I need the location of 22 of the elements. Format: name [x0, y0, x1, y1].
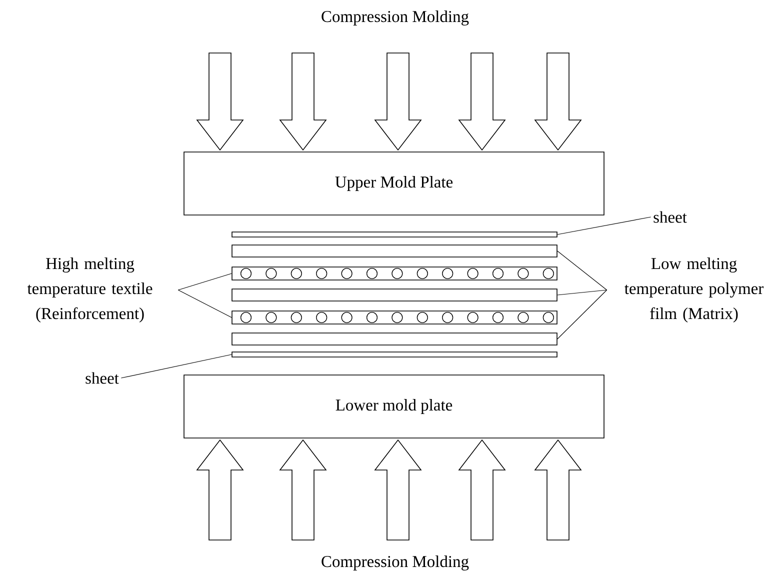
leader-line — [557, 216, 652, 235]
heading: Compression Molding — [322, 10, 469, 26]
leader-line — [557, 290, 608, 340]
callout-text: sheet — [86, 372, 119, 384]
leader-line — [178, 273, 232, 290]
leader-line — [178, 290, 232, 318]
leader-line — [557, 250, 608, 290]
leader-line — [120, 354, 232, 378]
leader-line — [557, 290, 608, 296]
sheet-layer — [232, 232, 558, 238]
film-layer — [232, 244, 558, 258]
mold-plate: Upper Mold Plate — [184, 152, 604, 216]
heading: Compression Molding — [322, 556, 469, 570]
callout-text: Low melting temperature polymer film (Matrix) — [624, 258, 764, 322]
textile-layer — [232, 310, 558, 324]
film-layer — [232, 332, 558, 346]
film-layer — [232, 288, 558, 302]
callout-text: sheet — [654, 211, 687, 223]
textile-layer — [232, 266, 558, 280]
sheet-layer — [232, 352, 558, 358]
callout-text: High melting temperature textile (Reinforcement) — [27, 258, 152, 322]
mold-plate: Lower mold plate — [184, 374, 604, 438]
